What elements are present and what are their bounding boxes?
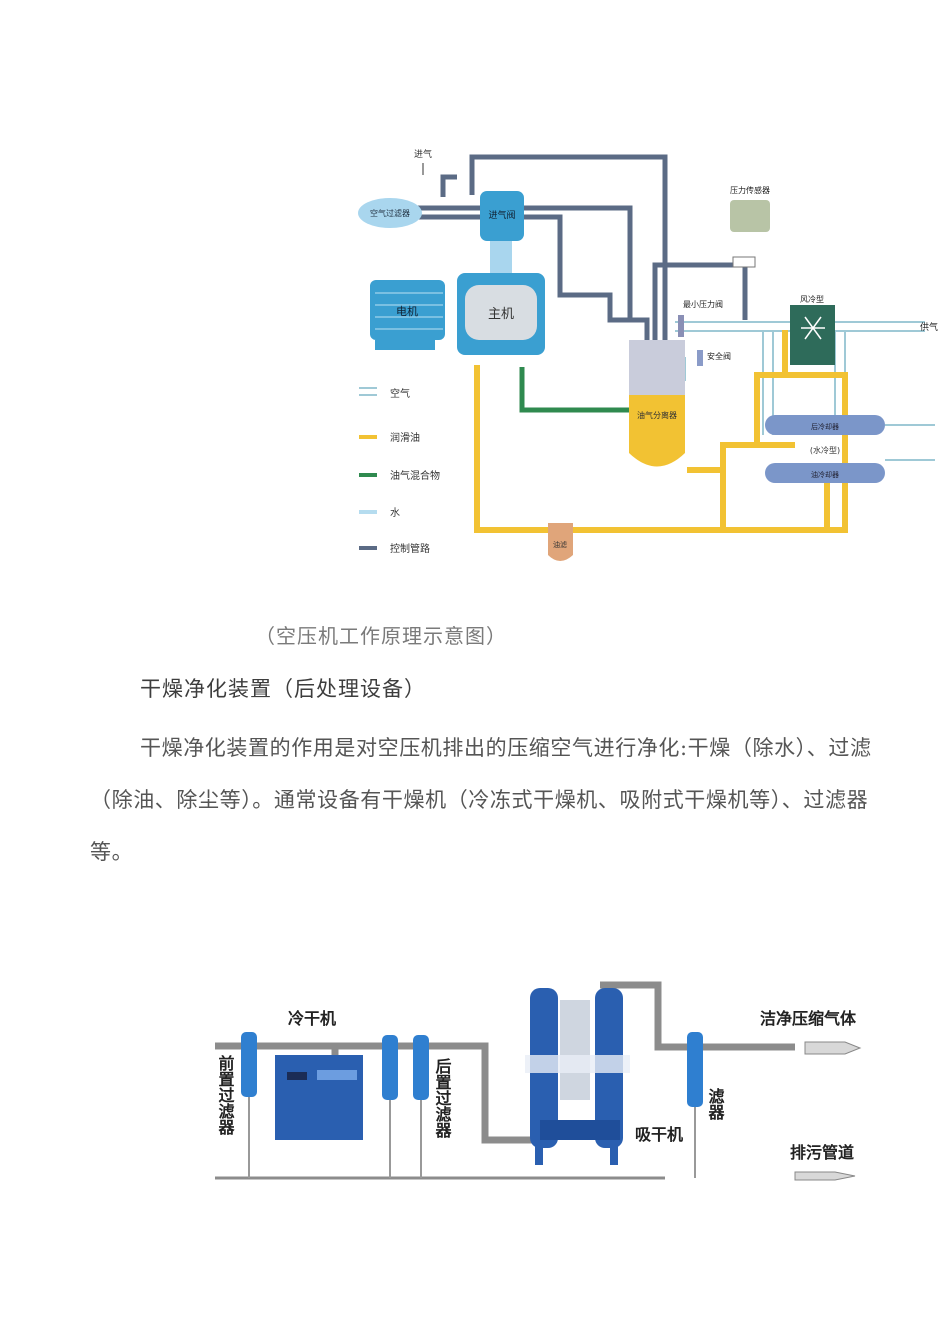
svg-text:水: 水 [390, 507, 400, 519]
oil-cooler-label: 油冷却器 [811, 470, 839, 479]
pre-filter-label: 前置过滤器 [216, 1054, 236, 1136]
filters [241, 1032, 703, 1178]
final-filter-label: 滤器 [706, 1087, 726, 1121]
fan-cooler-shape [790, 305, 835, 365]
svg-text:润滑油: 润滑油 [390, 431, 420, 444]
supply-air-label: 供气 [920, 321, 938, 333]
oil-filter-shape [548, 523, 573, 561]
final-filter [687, 1032, 703, 1178]
after-cooler-shape [765, 415, 885, 435]
clean-air-label: 洁净压缩气体 [760, 1009, 857, 1028]
pressure-sensor-label: 压力传感器 [730, 185, 770, 195]
control-line-top [469, 154, 668, 350]
intake-label: 进气 [414, 148, 432, 160]
legend: 空气 润滑油 油气混合物 水 控制管路 [359, 387, 440, 555]
air-filter-shape [358, 198, 422, 228]
oil-lines [474, 330, 848, 533]
air-cooled-label: 风冷型 [800, 294, 824, 304]
compressor-diagram: 空气过滤器 进气 进气阀 电机 主机 油气分离器 最小压力阀 [345, 135, 950, 585]
safety-valve-label: 安全阀 [707, 351, 731, 361]
drain-arrow-icon [794, 1171, 856, 1181]
compressor-diagram-svg: 空气过滤器 进气 进气阀 电机 主机 油气分离器 最小压力阀 [358, 148, 938, 561]
pressure-sensor-shape [730, 200, 770, 232]
separator-body [629, 395, 685, 467]
adsorption-dryer-shape [525, 988, 630, 1165]
intake-valve-shape [480, 191, 524, 241]
figure-caption: （空压机工作原理示意图） [255, 624, 507, 648]
air-filter-label: 空气过滤器 [370, 208, 410, 218]
mix-line [519, 367, 630, 413]
min-pressure-valve-label: 最小压力阀 [683, 299, 723, 309]
purification-diagram: 冷干机 吸干机 洁净压缩气体 排污管道 前置过滤器 后置过滤器 滤器 [205, 960, 870, 1200]
svg-text:油气混合物: 油气混合物 [390, 469, 440, 482]
main-unit-label: 主机 [488, 307, 514, 322]
legend-item: 润滑油 [359, 431, 420, 444]
intake-valve-label: 进气阀 [488, 209, 515, 221]
legend-item: 控制管路 [359, 542, 430, 555]
clean-air-arrow-icon [804, 1041, 862, 1055]
post-filter-2 [413, 1035, 429, 1178]
purification-diagram-svg: 冷干机 吸干机 洁净压缩气体 排污管道 前置过滤器 后置过滤器 滤器 [215, 981, 862, 1181]
oil-filter-label: 油滤 [553, 540, 567, 549]
svg-text:控制管路: 控制管路 [390, 542, 430, 555]
control-line-intake [370, 205, 633, 240]
separator-top [629, 340, 685, 395]
water-cooled-label: (水冷型) [810, 445, 840, 455]
oil-cooler-shape [765, 463, 885, 483]
adsorption-dryer-label: 吸干机 [635, 1125, 683, 1144]
after-cooler-label: 后冷却器 [811, 422, 839, 431]
drain-label: 排污管道 [790, 1143, 854, 1162]
motor-label: 电机 [396, 304, 418, 318]
control-line-sensor [652, 262, 748, 350]
pre-filter [241, 1032, 257, 1178]
fan-icon [801, 316, 825, 340]
body-paragraph: 干燥净化装置的作用是对空压机排出的压缩空气进行净化:干燥（除水）、过滤（除油、除… [90, 736, 872, 864]
separator-label: 油气分离器 [637, 410, 677, 420]
svg-text:空气: 空气 [390, 387, 410, 400]
legend-item: 水 [359, 507, 400, 519]
section-heading: 干燥净化装置（后处理设备） [140, 677, 426, 701]
post-filter-label: 后置过滤器 [433, 1058, 453, 1139]
post-filter-1 [382, 1035, 398, 1178]
control-lines [370, 154, 748, 350]
control-line-mid [370, 214, 650, 350]
motor-shape [370, 280, 445, 340]
refrigerated-dryer-shape [275, 1055, 363, 1140]
refrigerated-dryer-label: 冷干机 [288, 1009, 336, 1028]
legend-item: 油气混合物 [359, 469, 440, 482]
legend-item: 空气 [359, 387, 410, 400]
